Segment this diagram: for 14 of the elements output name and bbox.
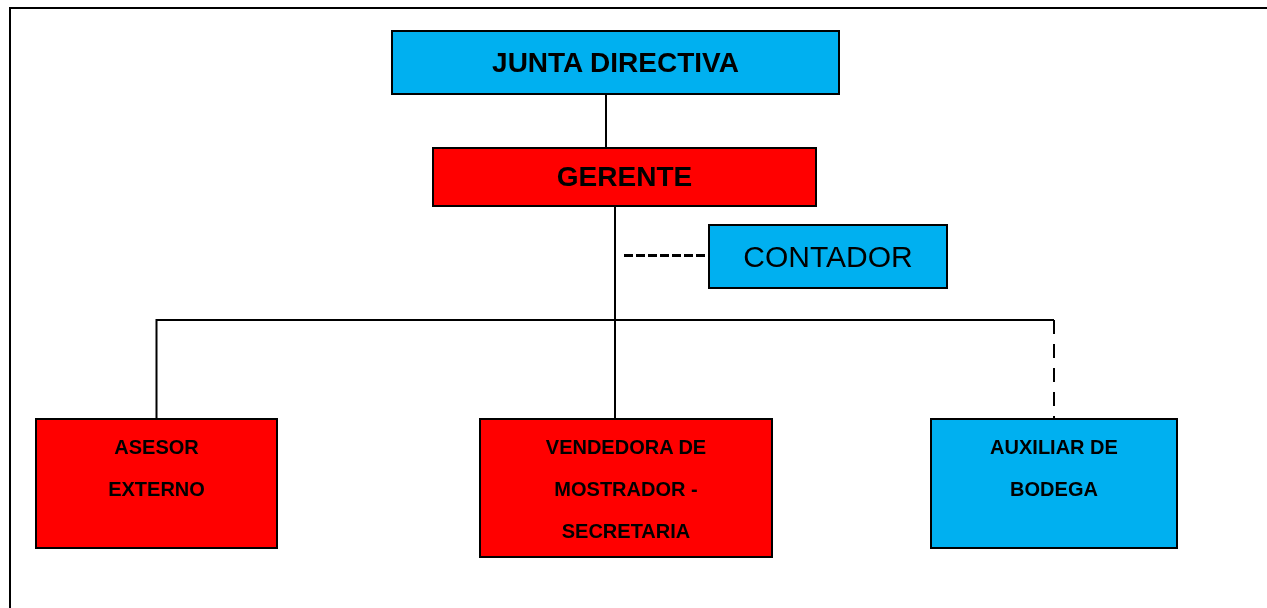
position-title: VENDEDORA DE MOSTRADOR - SECRETARIA <box>544 435 708 544</box>
position-title: ASESOR EXTERNO <box>107 435 206 502</box>
position-title: CONTADOR <box>743 238 913 275</box>
connector <box>605 94 607 148</box>
manager-box <box>432 147 817 207</box>
position-box <box>35 418 278 549</box>
position-title: AUXILIAR DE BODEGA <box>989 435 1119 502</box>
position-box <box>479 418 773 558</box>
board-box <box>391 30 840 95</box>
position-title: GERENTE <box>556 160 693 194</box>
accountant-box <box>708 224 948 289</box>
position-box <box>930 418 1178 549</box>
position-title: JUNTA DIRECTIVA <box>492 45 739 80</box>
dashed-connector <box>624 254 708 257</box>
